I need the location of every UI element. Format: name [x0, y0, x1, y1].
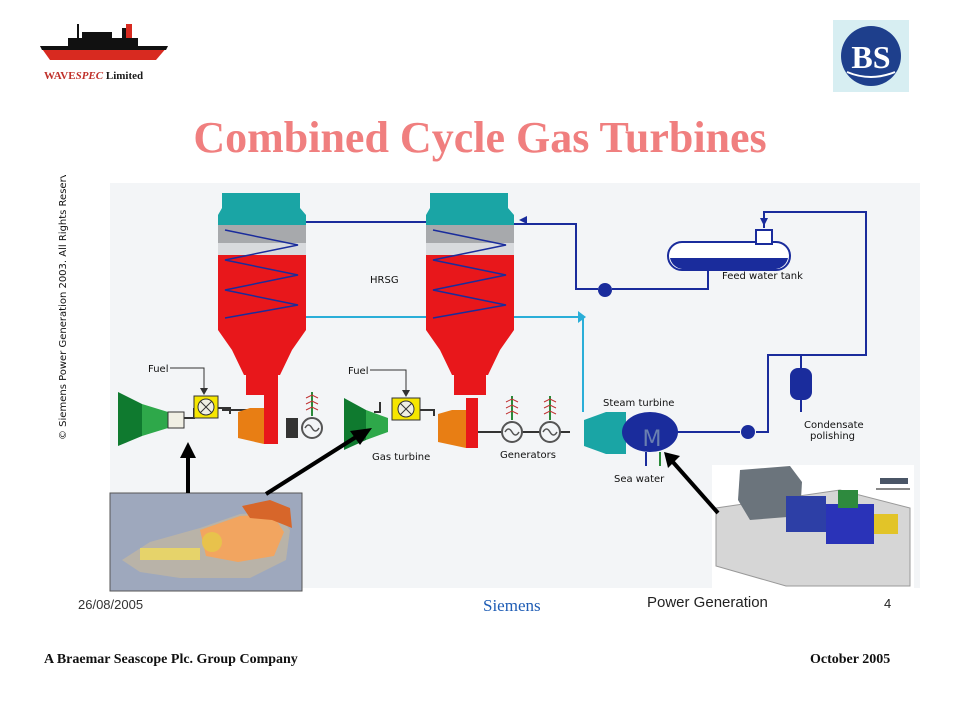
company-name-part2: SPEC: [75, 70, 104, 82]
hrsg-right: [426, 193, 514, 395]
copyright-text: © Siemens Power Generation 2003. All Rig…: [58, 175, 69, 440]
generators-icon: [501, 396, 561, 443]
braemar-seascope-logo: BS: [833, 20, 909, 97]
company-name-part3: Limited: [103, 70, 144, 82]
slide-title: Combined Cycle Gas Turbines: [193, 113, 767, 162]
condensate-polishing-vessel: [790, 355, 812, 412]
feed-water-tank: [667, 229, 791, 271]
ship-logo: [38, 22, 170, 71]
company-name: WAVESPEC Limited: [44, 70, 143, 82]
motor-label: M: [643, 427, 662, 452]
steam-turbine-label: Steam turbine: [603, 398, 674, 409]
feed-pump-icon: [598, 283, 612, 297]
slide-date: 26/08/2005: [78, 597, 144, 612]
fuel-label-left: Fuel: [148, 364, 168, 375]
logo-monogram: BS: [851, 39, 890, 75]
date-footer: October 2005: [810, 652, 891, 667]
generators-label: Generators: [500, 450, 556, 461]
sea-water-label: Sea water: [614, 474, 665, 485]
page-number: 4: [884, 596, 892, 611]
company-name-part1: WAVE: [44, 70, 76, 82]
gas-turbine-label: Gas turbine: [372, 452, 430, 463]
pointer-arrows: [180, 428, 720, 515]
steam-turbine-render-photo: [712, 465, 914, 590]
condensate-pump-icon: [741, 425, 755, 439]
source-label: Siemens: [483, 596, 541, 615]
fuel-label-right: Fuel: [348, 366, 368, 377]
ccgt-diagram: © Siemens Power Generation 2003. All Rig…: [40, 175, 920, 595]
gas-turbine-cutaway-photo: [109, 492, 303, 592]
condensate-label-1: Condensate: [804, 420, 864, 431]
condensate-label-2: polishing: [810, 431, 855, 442]
gas-turbine-left: [118, 392, 278, 446]
hrsg-label: HRSG: [370, 275, 399, 286]
feed-water-tank-label: Feed water tank: [722, 271, 803, 282]
generator-left-icon: [286, 392, 323, 439]
hrsg-left: [218, 193, 306, 395]
group-company-footer: A Braemar Seascope Plc. Group Company: [44, 652, 298, 667]
division-label: Power Generation: [647, 594, 768, 611]
steam-turbine: [584, 412, 678, 466]
